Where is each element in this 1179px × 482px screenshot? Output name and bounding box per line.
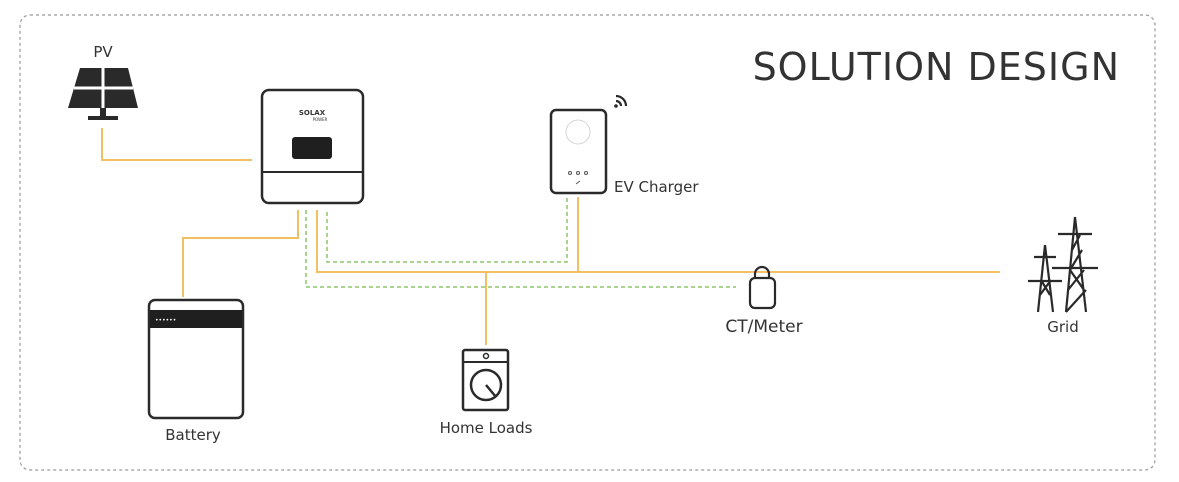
ev-charger xyxy=(549,108,608,195)
ev-charger-label: EV Charger xyxy=(614,178,699,196)
home-loads-label: Home Loads xyxy=(440,419,533,437)
grid-bus-line xyxy=(316,210,1000,273)
ev-comm-line xyxy=(326,197,568,263)
inverter-sub: POWER xyxy=(313,117,328,122)
power-tower-icon xyxy=(1028,216,1098,313)
comm-lines xyxy=(305,197,736,288)
battery: •••••• xyxy=(147,298,245,420)
meter-comm-line xyxy=(305,210,736,288)
washing-machine-icon xyxy=(461,348,510,412)
pv-label: PV xyxy=(93,43,113,61)
pv-line xyxy=(101,128,252,161)
ct-meter-icon xyxy=(748,265,777,310)
wifi-icon xyxy=(614,94,628,108)
inverter: SOLAX POWER xyxy=(260,88,365,205)
solar-panel-icon xyxy=(68,68,138,120)
power-lines xyxy=(101,128,1000,345)
grid-label: Grid xyxy=(1047,318,1078,336)
inverter-brand: SOLAX xyxy=(299,109,326,117)
battery-label: Battery xyxy=(165,426,221,444)
battery-line xyxy=(182,210,299,297)
svg-text:••••••: •••••• xyxy=(155,317,176,324)
diagram-border xyxy=(19,14,1156,471)
ct-meter-label: CT/Meter xyxy=(725,317,802,337)
diagram-title: SOLUTION DESIGN xyxy=(753,45,1120,89)
